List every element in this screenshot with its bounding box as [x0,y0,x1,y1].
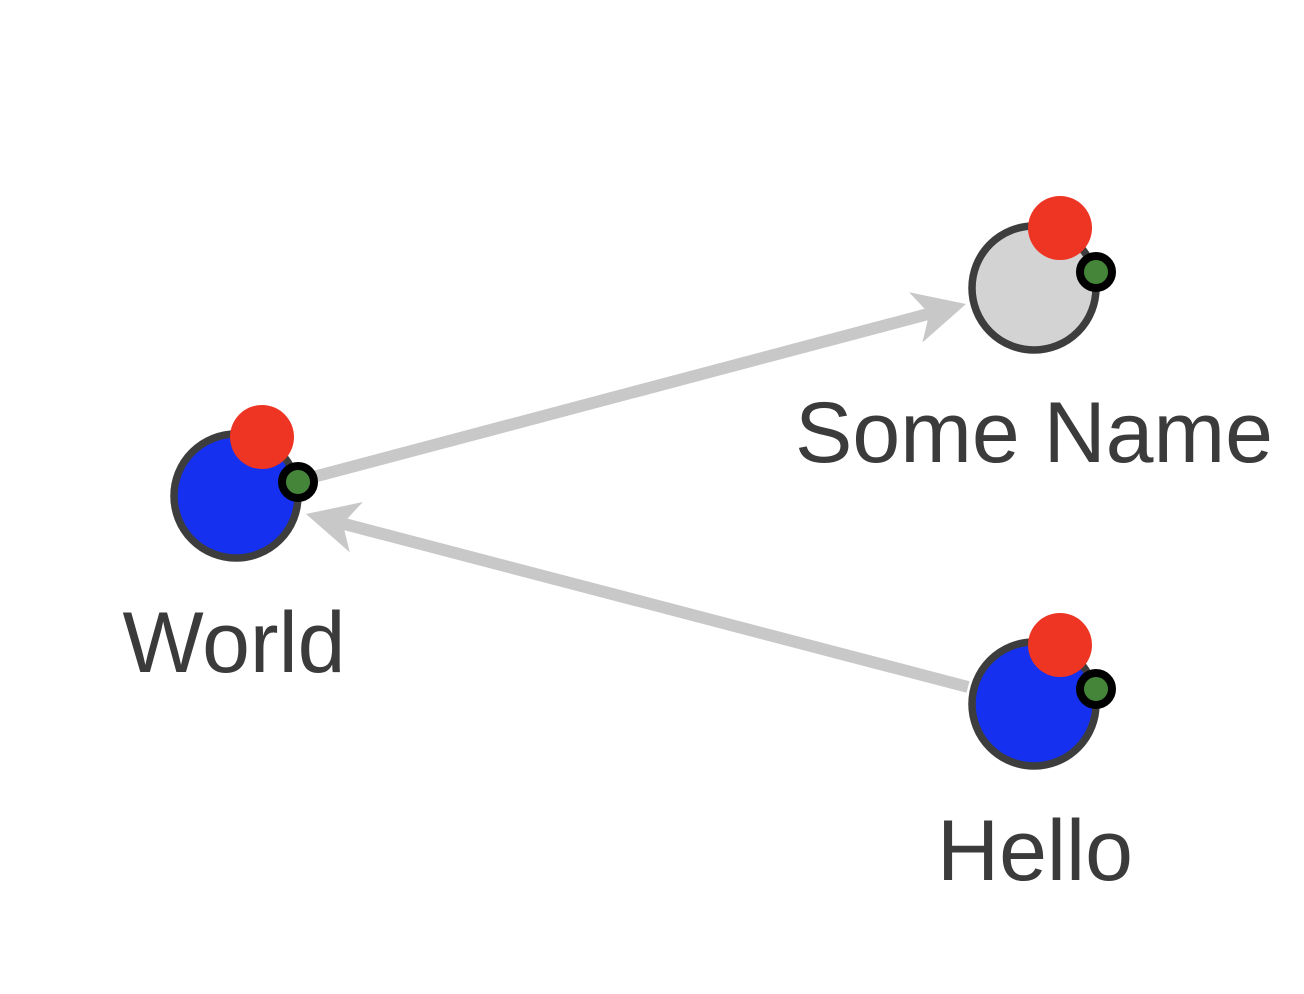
edge-line[interactable] [341,517,970,693]
node-port-green[interactable] [1076,252,1116,292]
node-label: Hello [937,803,1133,899]
node-hello[interactable] [968,613,1116,770]
node-label: Some Name [795,385,1273,481]
node-badge-red [1028,613,1092,677]
nodes-layer [170,196,1116,770]
node-badge-red [230,405,294,469]
node-port-green[interactable] [1076,669,1116,709]
edge-world-to-some_name[interactable] [300,292,966,486]
edge-arrowhead-icon [306,501,363,553]
edge-line[interactable] [300,307,931,486]
node-some_name[interactable] [968,196,1116,354]
edge-arrowhead-icon [909,292,966,343]
edge-hello-to-world[interactable] [306,501,970,693]
node-world[interactable] [170,405,318,562]
edges-layer [300,292,970,693]
node-badge-red [1028,196,1092,260]
node-port-green[interactable] [278,462,318,502]
node-label: World [122,595,345,691]
